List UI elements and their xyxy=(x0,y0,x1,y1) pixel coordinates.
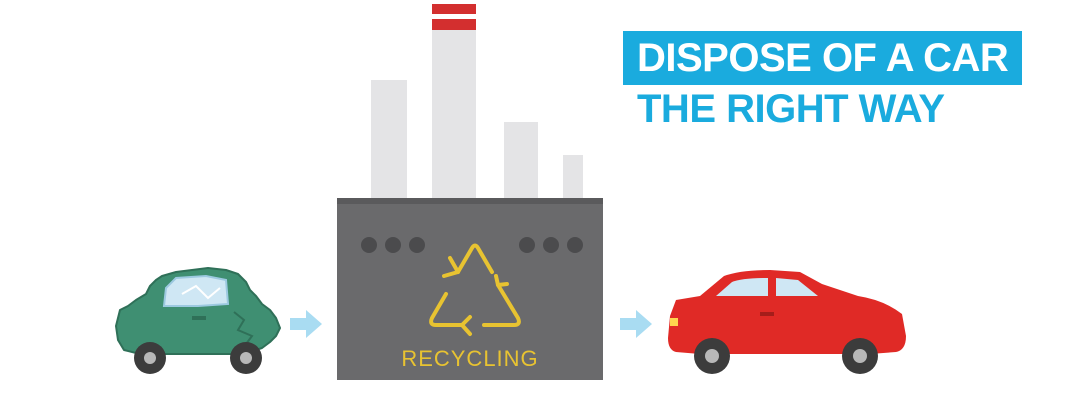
chimney-small xyxy=(563,155,583,200)
new-car-window-rear xyxy=(776,278,818,296)
old-car-hub-back xyxy=(240,352,252,364)
headline: DISPOSE OF A CAR THE RIGHT WAY xyxy=(623,31,1023,131)
old-car-body xyxy=(115,267,281,355)
new-car-window xyxy=(716,278,768,296)
new-car-handle xyxy=(760,312,774,316)
chimney-left xyxy=(371,80,407,200)
headline-line-1: DISPOSE OF A CAR xyxy=(623,31,1023,85)
old-car-dent xyxy=(233,311,254,345)
arrow-right-icon xyxy=(290,310,322,338)
factory-body xyxy=(337,198,603,380)
old-car-hub-front xyxy=(144,352,156,364)
arrow-right-icon xyxy=(620,310,652,338)
recycling-factory: RECYCLING xyxy=(337,198,603,380)
factory-lights-right xyxy=(519,237,583,253)
new-car-headlight xyxy=(670,318,678,326)
factory-lights-left xyxy=(361,237,425,253)
factory-chimneys xyxy=(371,4,583,200)
old-car-window xyxy=(162,274,230,307)
recycle-icon xyxy=(429,243,521,336)
factory-roof-edge xyxy=(337,198,603,204)
old-car-window-crack xyxy=(181,284,221,300)
new-car-hub-front xyxy=(705,349,719,363)
damaged-car-icon xyxy=(115,267,281,374)
car-icon xyxy=(668,270,906,374)
chimney-tall xyxy=(432,30,476,200)
chimney-mid xyxy=(504,122,538,200)
old-car-handle xyxy=(192,316,206,320)
chimney-stripe-bottom xyxy=(432,19,476,30)
chimney-stripe-top xyxy=(432,4,476,14)
new-car-hub-back xyxy=(853,349,867,363)
factory-label: RECYCLING xyxy=(401,346,538,371)
headline-line-2: THE RIGHT WAY xyxy=(637,87,945,131)
